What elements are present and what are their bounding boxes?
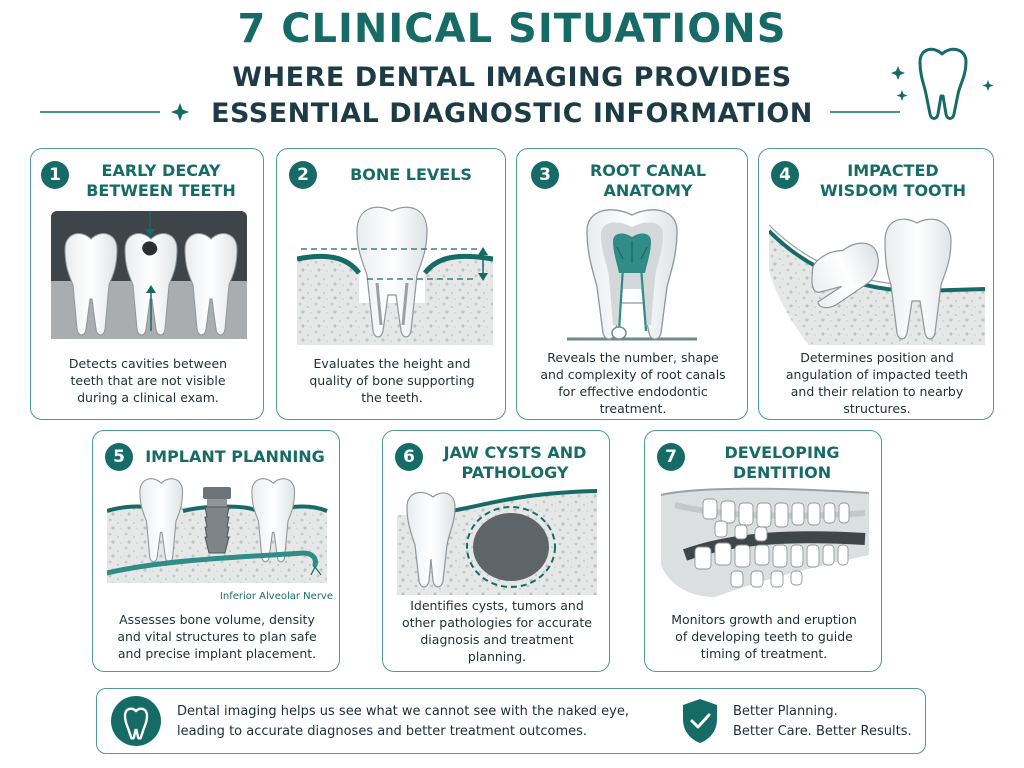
card-description-line-1: Assesses bone volume, density [119, 612, 315, 627]
footer-message-line-1: Dental imaging helps us see what we cann… [177, 704, 629, 719]
apex-lesion [611, 326, 627, 340]
card-description-line-2: and complexity of root canals [540, 367, 726, 382]
card-description-line-2: teeth that are not visible [70, 373, 226, 388]
footer-tagline-line-1: Better Planning. [733, 704, 838, 719]
dental-implant [203, 487, 231, 554]
card-description-line-2: quality of bone supporting [309, 373, 475, 388]
footer-message-line-2: leading to accurate diagnoses and better… [177, 724, 588, 739]
header-left-decoration [40, 103, 189, 121]
card-title-line-1: EARLY DECAY [101, 161, 221, 180]
card-description-line-4: planning. [467, 649, 527, 664]
card-number-badge: 5 [105, 443, 133, 471]
card-title-line-2: WISDOM TOOTH [820, 181, 966, 200]
tooth-outline-icon [918, 47, 968, 120]
card-description-line-2: of developing teeth to guide [675, 629, 853, 644]
card-number-badge: 1 [41, 161, 69, 189]
card-description-line-1: Reveals the number, shape [547, 350, 719, 365]
sparkle-icon [891, 66, 905, 80]
cavity-mark [142, 241, 158, 256]
card-impacted-wisdom-tooth: 4 IMPACTED WISDOM TOOTH Determines posit… [758, 148, 994, 420]
card-bone-levels: 2 BONE LEVELS Evaluates the height and q… [276, 148, 506, 420]
sparkle-icon [896, 90, 908, 101]
card-description-line-3: during a clinical exam. [77, 390, 219, 405]
card-title-line-2: DENTITION [732, 463, 832, 482]
card-developing-dentition: 7 DEVELOPING DENTITION [644, 430, 882, 672]
page-title: 7 CLINICAL SITUATIONS [237, 6, 787, 52]
cyst-lesion [473, 513, 549, 581]
card-title-line-2: PATHOLOGY [461, 463, 569, 482]
tooth-icon [111, 696, 161, 746]
footer-banner: Dental imaging helps us see what we cann… [96, 688, 926, 754]
card-description-line-3: diagnosis and treatment [420, 632, 574, 647]
header-right-decoration [830, 47, 994, 120]
card-description-line-3: timing of treatment. [700, 646, 828, 661]
card-description-line-4: treatment. [599, 401, 667, 416]
card-number-badge: 3 [531, 161, 559, 189]
card-title-line-1: IMPACTED [847, 161, 939, 180]
developing-dentition-illustration [660, 487, 870, 597]
card-description-line-3: and precise implant placement. [117, 646, 317, 661]
card-description-line-3: the teeth. [361, 390, 423, 405]
card-title-line-1: ROOT CANAL [589, 161, 707, 180]
card-title-line-1: BONE LEVELS [350, 165, 472, 184]
card-title-line-1: JAW CYSTS AND [443, 443, 587, 462]
page-subtitle-line-2: ESSENTIAL DIAGNOSTIC INFORMATION [211, 98, 813, 129]
card-description-line-2: and vital structures to plan safe [117, 629, 317, 644]
card-number-badge: 2 [289, 161, 317, 189]
card-jaw-cysts-pathology: 6 JAW CYSTS AND PATHOLOGY Identifies cys… [382, 430, 610, 672]
card-description-line-1: Identifies cysts, tumors and [410, 598, 584, 613]
early-decay-illustration [51, 211, 247, 339]
card-description-line-4: structures. [843, 401, 911, 416]
card-title-line-1: DEVELOPING [724, 443, 840, 462]
card-title-line-2: BETWEEN TEETH [86, 181, 236, 200]
card-implant-planning: 5 IMPLANT PLANNING Inferior Alveolar Ner… [92, 430, 340, 672]
root-canal-illustration [567, 209, 697, 341]
card-description-line-2: other pathologies for accurate [402, 615, 592, 630]
card-title-line-1: IMPLANT PLANNING [145, 447, 325, 466]
sparkle-icon [982, 80, 994, 91]
card-description-line-2: angulation of impacted teeth [785, 367, 969, 382]
card-number-badge: 7 [657, 443, 685, 471]
card-number-badge: 6 [395, 443, 423, 471]
bone-levels-illustration [297, 206, 493, 345]
shield-check-icon [683, 699, 717, 743]
jaw-cyst-illustration [397, 489, 597, 595]
card-root-canal-anatomy: 3 ROOT CANAL ANATOMY Reveals the number,… [516, 148, 748, 420]
arrow-up-icon [146, 285, 156, 293]
impacted-tooth-illustration [769, 218, 985, 345]
card-description-line-1: Determines position and [800, 350, 954, 365]
nerve-canal [107, 550, 318, 576]
page-subtitle-line-1: WHERE DENTAL IMAGING PROVIDES [232, 62, 792, 93]
card-description-line-3: and their relation to nearby [790, 384, 964, 399]
card-number-badge: 4 [771, 161, 799, 189]
card-description-line-1: Detects cavities between [68, 356, 228, 371]
card-description-line-1: Evaluates the height and [313, 356, 471, 371]
card-early-decay: 1 EARLY DECAY BETWEEN TEETH Detects cavi… [30, 148, 264, 420]
footer-tagline-line-2: Better Care. Better Results. [733, 724, 912, 739]
nerve-label: Inferior Alveolar Nerve [219, 591, 333, 602]
arrow-down-icon [145, 229, 155, 237]
card-title-line-2: ANATOMY [603, 181, 693, 200]
implant-planning-illustration [107, 478, 328, 583]
card-description-line-1: Monitors growth and eruption [671, 612, 857, 627]
sparkle-icon [171, 103, 189, 121]
card-description-line-3: for effective endodontic [558, 384, 708, 399]
